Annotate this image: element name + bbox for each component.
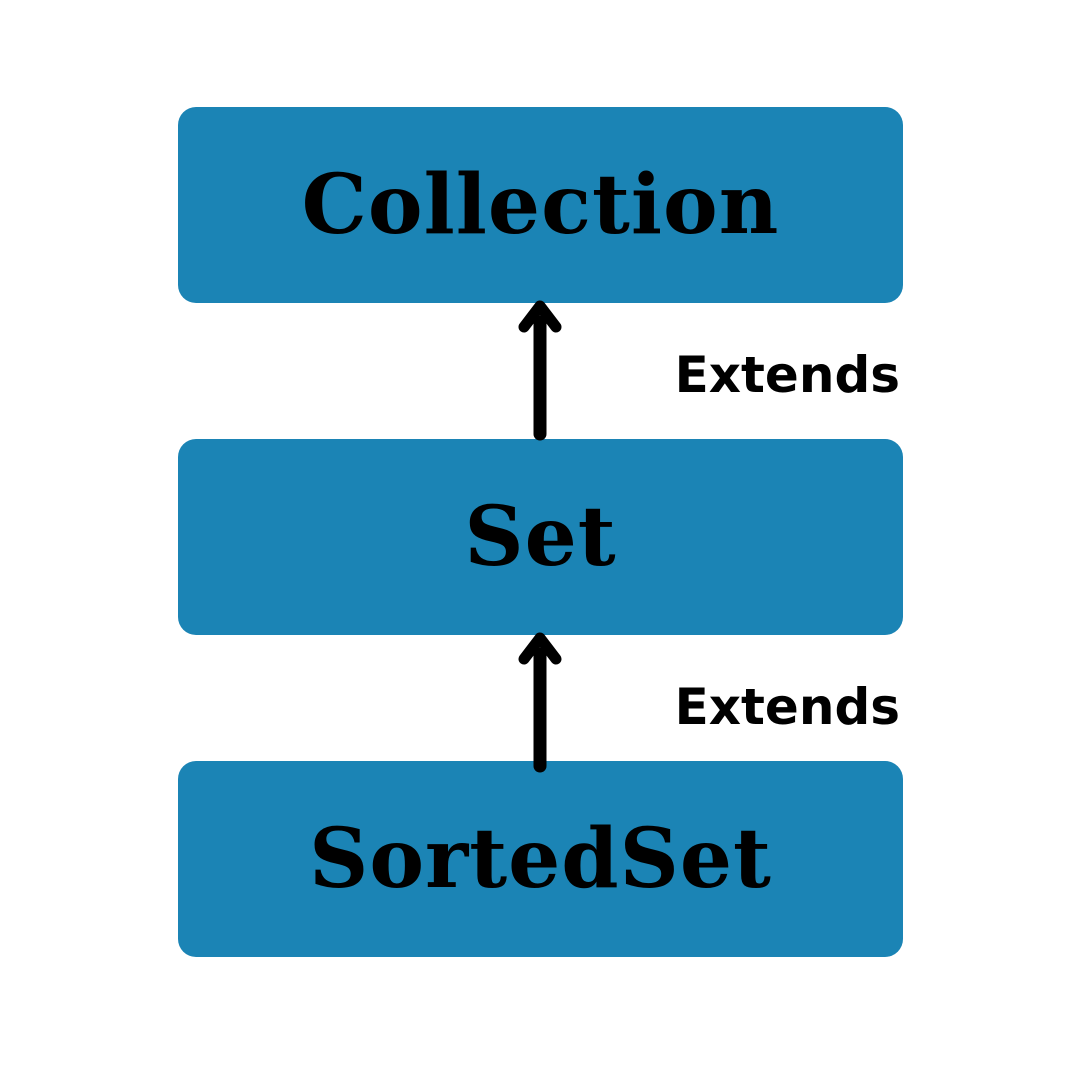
edge-label-extends-2: Extends	[674, 678, 900, 736]
node-collection-label: Collection	[301, 157, 780, 253]
arrow-set-to-collection	[518, 300, 562, 441]
arrow-head-sortedset-to-set	[518, 632, 562, 665]
node-set: Set	[178, 439, 903, 635]
edge-label-extends-1: Extends	[674, 346, 900, 404]
arrow-sortedset-to-set	[518, 632, 562, 773]
node-set-label: Set	[464, 489, 617, 585]
node-sortedset-label: SortedSet	[309, 811, 772, 907]
node-collection: Collection	[178, 107, 903, 303]
node-sortedset: SortedSet	[178, 761, 903, 957]
arrow-head-set-to-collection	[518, 300, 562, 333]
